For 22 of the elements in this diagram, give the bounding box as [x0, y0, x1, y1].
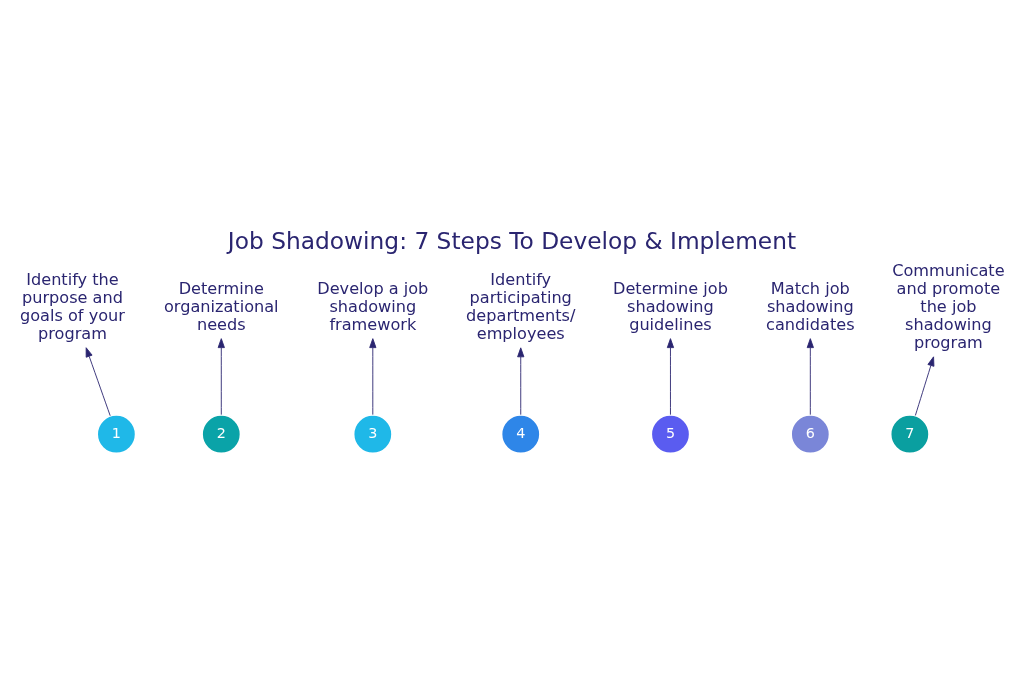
arrow: [85, 347, 111, 417]
node-circle: 1: [96, 413, 137, 455]
node-text: Develop a job shadowing framework: [317, 279, 429, 335]
node-circle: 2: [201, 413, 242, 455]
node-text: Determine organizational needs: [163, 279, 279, 335]
node-circle: 6: [790, 413, 831, 455]
node-text: Determine job shadowing guidelines: [612, 279, 728, 335]
diagram-title: Job Shadowing: 7 Steps To Develop & Implement: [227, 226, 797, 254]
node-text: Identify the purpose and goals of your program: [20, 270, 125, 344]
node-circle: 4: [500, 413, 541, 455]
node-circle: 7: [889, 413, 930, 455]
arrow: [666, 338, 675, 416]
arrow: [217, 338, 225, 416]
node-text: Communicate and promote the job shadowing program: [892, 261, 1005, 352]
node-circle: 5: [650, 413, 691, 455]
arrow: [914, 356, 935, 416]
node-text: Identify participating departments/ employees: [466, 270, 576, 344]
arrow: [517, 347, 525, 416]
node-circle: 3: [352, 413, 393, 455]
arrow: [369, 338, 377, 416]
node-text: Match job shadowing candidates: [766, 279, 855, 335]
arrow: [806, 338, 814, 416]
